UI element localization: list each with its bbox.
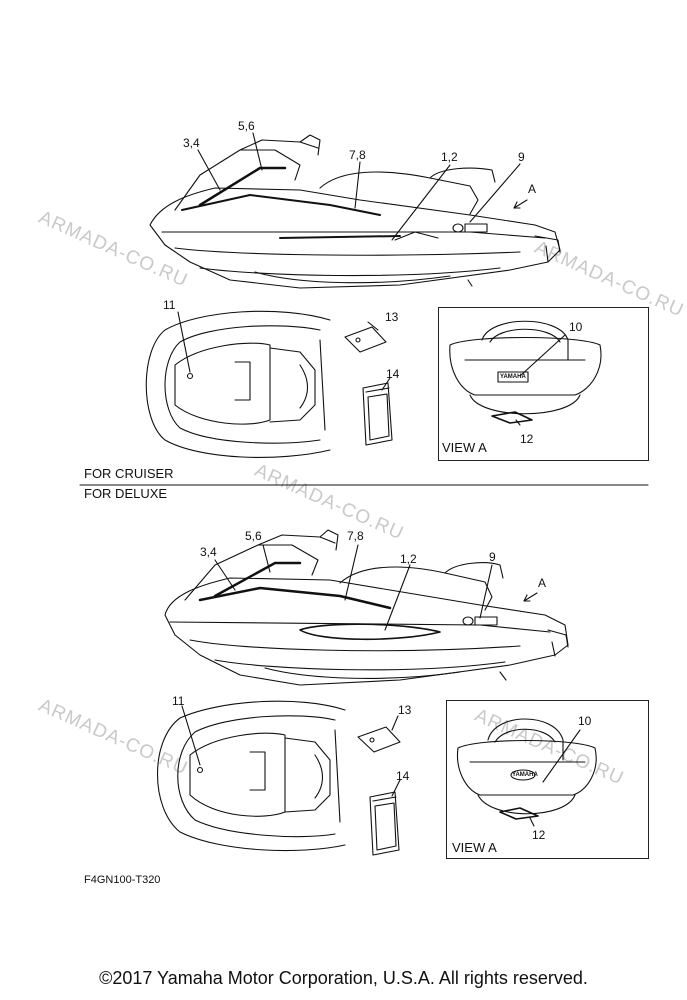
section-label-cruiser: FOR CRUISER: [84, 466, 174, 481]
view-a-rear-deluxe: [456, 718, 597, 820]
callout-12: 12: [532, 828, 546, 842]
view-a-label-bottom: VIEW A: [452, 840, 497, 855]
deck-plan-cruiser: [145, 310, 331, 458]
decal-14: [362, 382, 393, 446]
arrow-label-a: A: [528, 182, 537, 196]
callout-5-6: 5,6: [245, 529, 262, 543]
callout-5-6: 5,6: [238, 119, 255, 133]
drawing-code: F4GN100-T320: [84, 874, 161, 886]
watercraft-side-view-deluxe: [164, 529, 569, 686]
view-a-label-top: VIEW A: [442, 440, 487, 455]
decal-14-deluxe: [369, 791, 400, 856]
copyright-notice: ©2017 Yamaha Motor Corporation, U.S.A. A…: [99, 968, 588, 988]
callout-9: 9: [518, 150, 525, 164]
callout-12: 12: [520, 432, 534, 446]
section-label-deluxe: FOR DELUXE: [84, 486, 168, 501]
callout-14: 14: [386, 367, 400, 381]
callout-3-4: 3,4: [200, 545, 217, 559]
yamaha-decal-text: YAMAHA: [500, 374, 526, 380]
callout-1-2: 1,2: [441, 150, 458, 164]
callout-11: 11: [172, 694, 185, 708]
callout-7-8: 7,8: [349, 148, 366, 162]
decal-13: [344, 326, 387, 353]
callout-13: 13: [398, 703, 412, 717]
yamaha-decal-text: YAMAHA: [512, 772, 538, 778]
callout-10: 10: [569, 320, 583, 334]
callout-10: 10: [578, 714, 592, 728]
view-a-box-top: [438, 307, 649, 461]
callout-9: 9: [489, 550, 496, 564]
callout-13: 13: [385, 310, 399, 324]
view-a-rear-cruiser: [449, 320, 602, 424]
callout-1-2: 1,2: [400, 552, 417, 566]
decal-13-deluxe: [357, 726, 401, 753]
deck-plan-deluxe: [156, 700, 346, 852]
callout-7-8: 7,8: [347, 529, 364, 543]
callout-3-4: 3,4: [183, 136, 200, 150]
arrow-label-a: A: [538, 576, 547, 590]
callout-14: 14: [396, 769, 410, 783]
callout-11: 11: [163, 298, 176, 312]
view-a-box-bottom: [446, 700, 649, 859]
